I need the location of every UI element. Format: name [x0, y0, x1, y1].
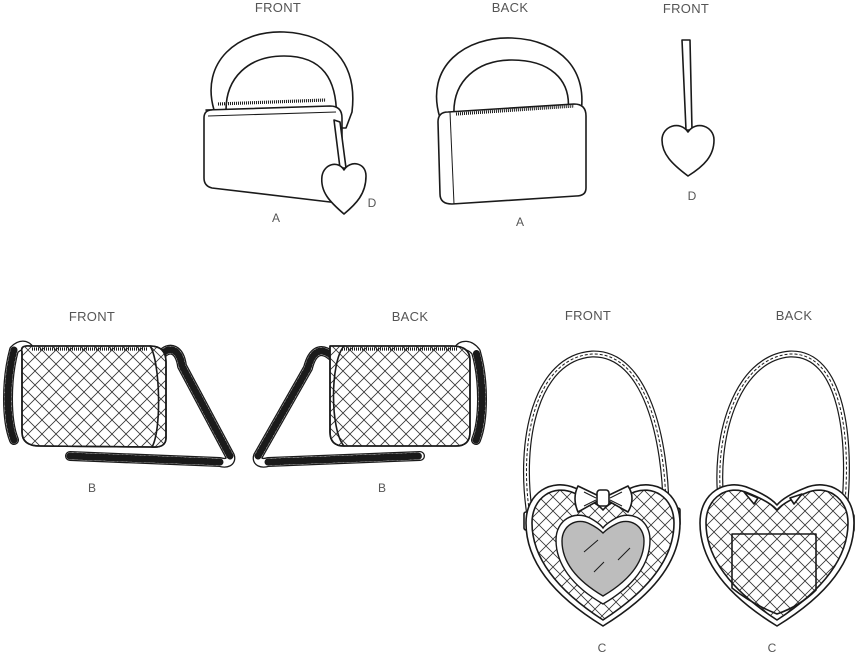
view-a-front: FRONT A D — [203, 0, 377, 225]
bow — [574, 485, 633, 513]
view-heading-back: BACK — [776, 308, 813, 323]
view-d-front: FRONT D — [661, 1, 715, 203]
clear-vinyl-heart-window — [561, 520, 645, 597]
padded-handle — [210, 31, 354, 129]
view-heading-back: BACK — [492, 0, 529, 15]
zipper — [217, 98, 327, 106]
view-b-back: BACK B — [252, 309, 487, 495]
view-letter: A — [516, 215, 524, 229]
view-letter: B — [88, 481, 96, 495]
view-letter: C — [768, 641, 777, 655]
view-heading-back: BACK — [392, 309, 429, 324]
zipper — [455, 104, 575, 116]
bow-back — [743, 491, 803, 505]
view-letter-charm: D — [368, 196, 377, 210]
view-letter: D — [688, 189, 697, 203]
charm-strap — [681, 39, 693, 131]
heart-charm — [661, 124, 715, 177]
view-b-front: FRONT B — [3, 309, 236, 495]
view-a-back: BACK A — [435, 0, 587, 229]
back-pocket — [731, 533, 817, 615]
view-c-front: FRONT C — [522, 308, 681, 655]
view-letter: A — [272, 211, 280, 225]
view-letter: B — [378, 481, 386, 495]
heart-charm — [320, 163, 367, 215]
view-heading-front: FRONT — [663, 1, 709, 16]
quilted-pattern — [21, 345, 166, 448]
view-heading-front: FRONT — [255, 0, 301, 15]
view-heading-front: FRONT — [69, 309, 115, 324]
view-letter: C — [598, 641, 607, 655]
bag-body — [203, 105, 343, 204]
quilted-pattern — [330, 346, 470, 446]
view-heading-front: FRONT — [565, 308, 611, 323]
view-c-back: BACK C — [699, 308, 855, 655]
bag-body — [437, 103, 587, 205]
